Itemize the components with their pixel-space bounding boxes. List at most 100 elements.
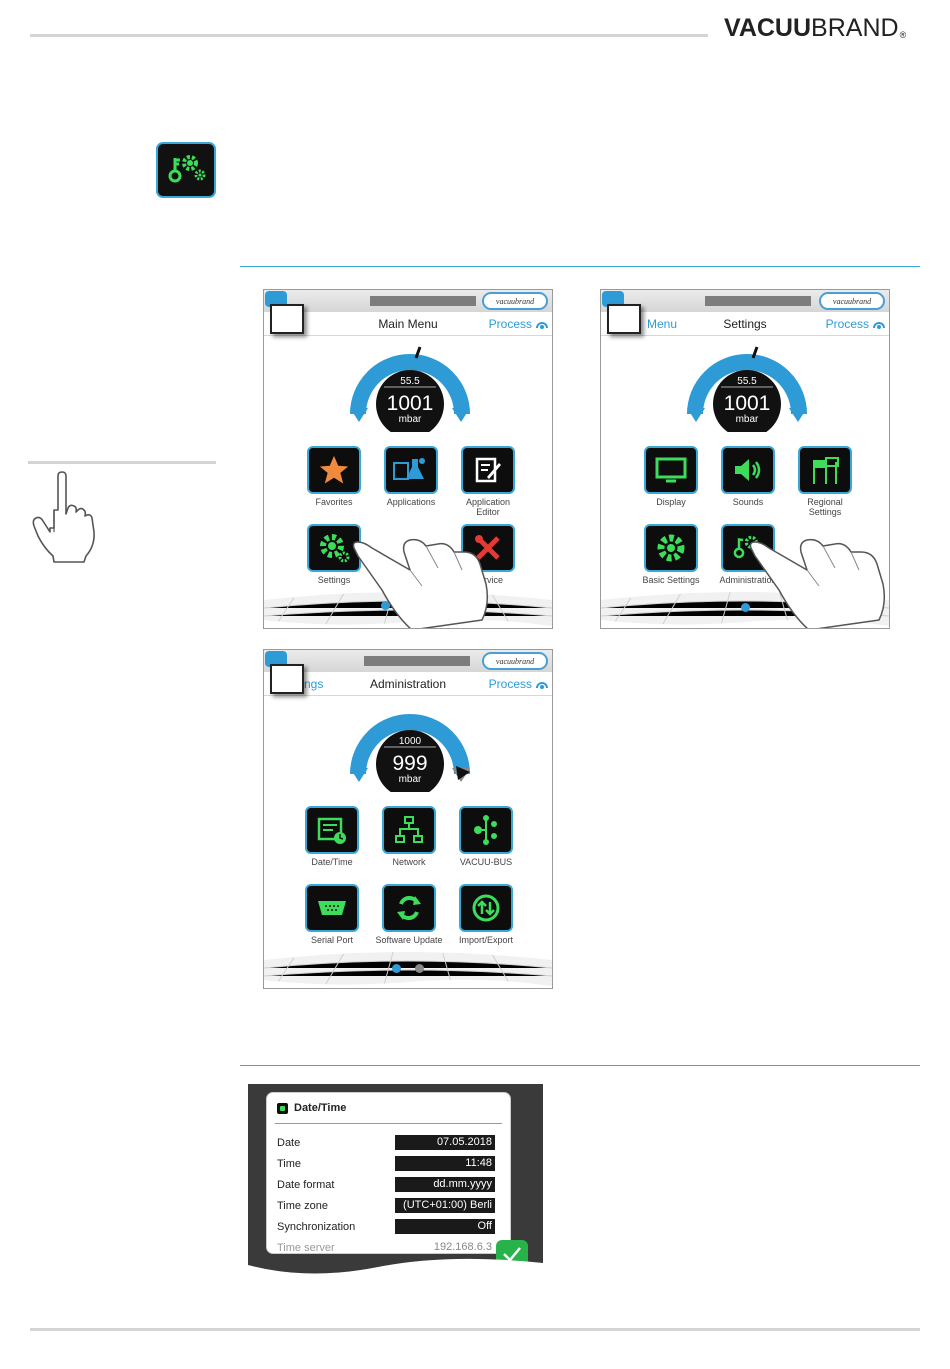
settings-button[interactable] xyxy=(307,524,361,572)
vacuubrand-badge: vacuubrand xyxy=(482,292,548,310)
nav-bar: ngs Administration Process xyxy=(264,672,552,696)
vacuubrand-badge: vacuubrand xyxy=(482,652,548,670)
vacuu-bus-button[interactable] xyxy=(459,806,513,854)
sounds-label: Sounds xyxy=(732,497,764,507)
serial-port-icon xyxy=(318,901,346,915)
page-dot-active[interactable] xyxy=(392,964,401,973)
date-field[interactable]: 07.05.2018 xyxy=(395,1135,495,1150)
pressure-value: 1001 xyxy=(387,392,434,415)
tools-icon xyxy=(475,535,500,560)
import-export-label: Import/Export xyxy=(458,935,514,945)
flags-icon xyxy=(813,457,839,484)
regional-settings-label: Regional Settings xyxy=(807,497,843,517)
applications-label: Applications xyxy=(386,497,436,507)
regional-settings-button[interactable] xyxy=(798,446,852,494)
administration-tile-icon xyxy=(156,142,216,198)
administration-screen: vacuubrand ngs Administration Process 10… xyxy=(263,649,553,989)
star-icon xyxy=(319,455,349,484)
pressure-gauge: 1000 999 mbar xyxy=(350,714,470,792)
time-zone-field[interactable]: (UTC+01:00) Berli xyxy=(395,1198,495,1213)
network-label: Network xyxy=(392,857,426,867)
page-dot[interactable] xyxy=(415,964,424,973)
date-format-field[interactable]: dd.mm.yyyy xyxy=(395,1177,495,1192)
applications-button[interactable] xyxy=(384,446,438,494)
service-label: Service xyxy=(472,575,503,585)
synchronization-field[interactable]: Off xyxy=(395,1219,495,1234)
pressure-value: 999 xyxy=(392,752,427,775)
tap-hand-icon xyxy=(749,538,886,628)
nav-bar: Menu Settings Process xyxy=(601,312,889,336)
section-separator xyxy=(240,266,920,267)
serial-port-button[interactable] xyxy=(305,884,359,932)
date-time-button[interactable] xyxy=(305,806,359,854)
dialog-title: Date/Time xyxy=(277,1102,346,1114)
home-button[interactable] xyxy=(602,291,624,307)
setpoint-value: 55.5 xyxy=(400,376,420,387)
title-bar-placeholder xyxy=(705,296,811,306)
sounds-button[interactable] xyxy=(721,446,775,494)
pressure-unit: mbar xyxy=(399,414,422,425)
process-icon xyxy=(536,322,548,329)
vacuubrand-badge: vacuubrand xyxy=(819,292,885,310)
process-link[interactable]: Process xyxy=(488,317,532,331)
page-indicator xyxy=(601,603,889,612)
page-dot-active[interactable] xyxy=(740,603,750,612)
back-link[interactable]: ngs xyxy=(304,677,324,691)
time-zone-row[interactable]: Time zone(UTC+01:00) Berli xyxy=(277,1197,495,1215)
date-time-icon xyxy=(277,1102,288,1114)
step-marker xyxy=(270,304,304,334)
title-bar-placeholder xyxy=(364,656,470,666)
step-marker xyxy=(270,664,304,694)
time-server-field: 192.168.6.3 xyxy=(433,1241,492,1253)
network-icon xyxy=(395,816,423,843)
monitor-icon xyxy=(655,457,687,483)
gear-icon xyxy=(320,534,350,563)
import-export-icon xyxy=(472,894,500,922)
software-update-button[interactable] xyxy=(382,884,436,932)
margin-rule xyxy=(28,461,216,464)
tap-hand-icon xyxy=(352,538,489,628)
back-link[interactable]: Menu xyxy=(647,317,678,331)
administration-label: Administration xyxy=(719,575,777,585)
bus-tree-icon xyxy=(474,815,497,845)
favorites-button[interactable] xyxy=(307,446,361,494)
setpoint-value: 1000 xyxy=(399,736,422,747)
basic-settings-button[interactable] xyxy=(644,524,698,572)
display-label: Display xyxy=(656,497,686,507)
section-separator xyxy=(240,1065,920,1066)
dialog-divider xyxy=(275,1123,502,1124)
pressure-gauge: 55.5 1001 mbar xyxy=(350,346,470,432)
application-editor-button[interactable] xyxy=(461,446,515,494)
screen-title: Administration xyxy=(369,677,447,691)
calendar-clock-icon xyxy=(317,817,346,844)
home-button[interactable] xyxy=(265,651,287,667)
floor-grid xyxy=(264,951,552,988)
serial-port-label: Serial Port xyxy=(310,935,354,945)
footer-rule xyxy=(30,1328,920,1331)
settings-label: Settings xyxy=(317,575,351,585)
title-bar-placeholder xyxy=(370,296,476,306)
basic-settings-label: Basic Settings xyxy=(642,575,700,585)
refresh-icon xyxy=(397,896,421,920)
screen-title: Settings xyxy=(723,317,767,331)
process-link[interactable]: Process xyxy=(488,677,532,691)
nav-bar: Main Menu Process xyxy=(264,312,552,336)
process-link[interactable]: Process xyxy=(825,317,869,331)
page-dot-active[interactable] xyxy=(380,601,390,610)
process-icon xyxy=(536,682,548,689)
favorites-label: Favorites xyxy=(315,497,353,507)
display-button[interactable] xyxy=(644,446,698,494)
speaker-icon xyxy=(735,459,761,481)
time-field[interactable]: 11:48 xyxy=(395,1156,495,1171)
home-button[interactable] xyxy=(265,291,287,307)
network-button[interactable] xyxy=(382,806,436,854)
import-export-button[interactable] xyxy=(459,884,513,932)
gear-icon xyxy=(657,534,685,562)
